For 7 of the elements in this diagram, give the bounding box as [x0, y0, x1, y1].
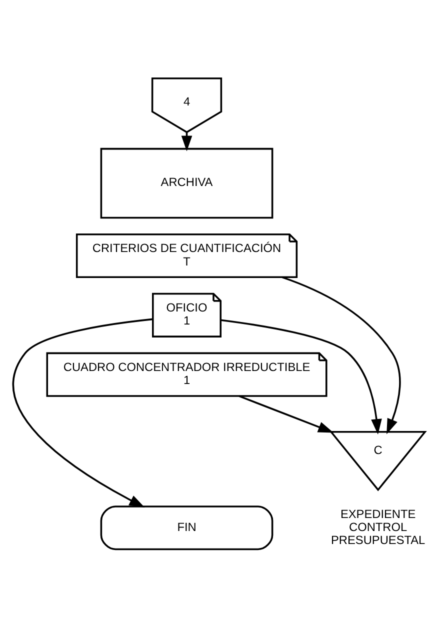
arrow [282, 276, 401, 434]
arrow [12, 318, 153, 507]
node-label: EXPEDIENTE CONTROL PRESUPUESTAL [330, 506, 426, 546]
node-box: FIN [100, 505, 274, 550]
arrow [220, 318, 382, 434]
node-box: ARCHIVA [100, 147, 274, 218]
arrow [238, 394, 334, 432]
